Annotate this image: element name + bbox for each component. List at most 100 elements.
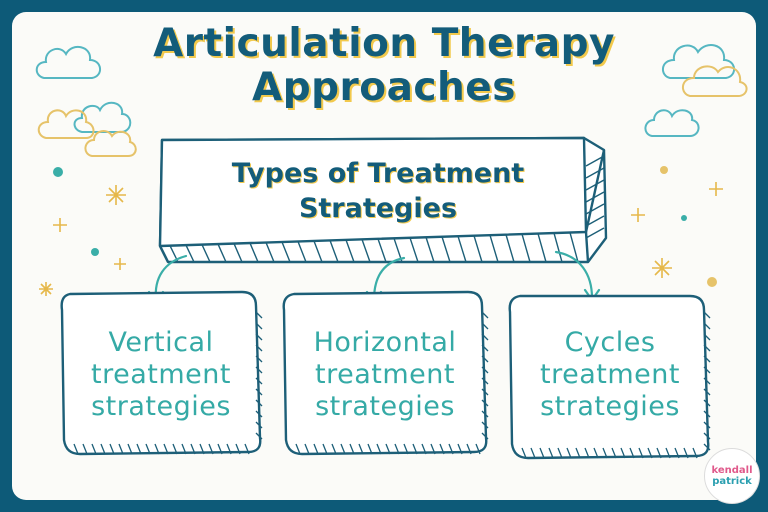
- hatch-stroke: [584, 447, 590, 459]
- strategy-box-hatching: [73, 311, 711, 459]
- hatch-stroke: [638, 447, 644, 459]
- box-label-line: Horizontal: [313, 327, 457, 358]
- hatch-stroke: [489, 234, 499, 263]
- hatch-stroke: [703, 377, 711, 385]
- hatch-stroke: [255, 377, 263, 385]
- hatch-stroke: [136, 443, 142, 455]
- hatch-stroke: [226, 443, 232, 455]
- hatch-stroke: [703, 311, 711, 319]
- hatch-stroke: [145, 443, 151, 455]
- dot-decoration: [91, 248, 99, 256]
- hatch-stroke: [201, 244, 211, 263]
- hatch-stroke: [620, 447, 626, 459]
- hatch-stroke: [585, 167, 605, 179]
- hatch-stroke: [481, 322, 489, 330]
- hatch-stroke: [255, 421, 263, 429]
- hatch-stroke: [703, 410, 711, 418]
- hatch-stroke: [448, 443, 454, 455]
- hatch-stroke: [172, 443, 178, 455]
- cloud-icon: [682, 65, 748, 97]
- hatch-stroke: [521, 233, 531, 263]
- hatch-stroke: [585, 155, 605, 167]
- hatch-stroke: [566, 447, 572, 459]
- sparkle-icon: [106, 185, 126, 205]
- hatch-stroke: [481, 355, 489, 363]
- box-label-line: strategies: [540, 391, 680, 422]
- title-line-2: Approaches: [252, 65, 516, 110]
- hatch-stroke: [208, 443, 214, 455]
- hatch-stroke: [473, 235, 483, 263]
- hatch-stroke: [304, 443, 310, 455]
- hatch-stroke: [409, 237, 419, 263]
- hatch-stroke: [703, 333, 711, 341]
- hatch-stroke: [199, 443, 205, 455]
- box-label-line: strategies: [91, 391, 231, 422]
- hatch-stroke: [457, 235, 467, 263]
- hatch-stroke: [255, 399, 263, 407]
- hatch-stroke: [217, 443, 223, 455]
- hatch-stroke: [358, 443, 364, 455]
- cycles-strategy-box: Cycles treatment strategies: [515, 300, 705, 450]
- hatch-stroke: [703, 366, 711, 374]
- hatch-stroke: [255, 432, 263, 440]
- hatch-stroke: [163, 443, 169, 455]
- page-title: Articulation Therapy Approaches: [0, 22, 768, 110]
- hatch-stroke: [481, 399, 489, 407]
- hatch-stroke: [475, 443, 481, 455]
- hatch-stroke: [692, 447, 698, 459]
- hatch-stroke: [703, 344, 711, 352]
- hatch-stroke: [185, 244, 195, 263]
- topic-box: Types of Treatment Strategies: [168, 148, 588, 234]
- hatch-stroke: [377, 238, 387, 263]
- hatch-stroke: [181, 443, 187, 455]
- topic-line-2: Strategies: [298, 193, 458, 224]
- hatch-stroke: [244, 443, 250, 455]
- hatch-stroke: [539, 447, 545, 459]
- box-label-line: Cycles: [564, 327, 656, 358]
- hatch-stroke: [683, 447, 689, 459]
- hatch-stroke: [255, 344, 263, 352]
- hatch-stroke: [703, 322, 711, 330]
- hatch-stroke: [481, 432, 489, 440]
- hatch-stroke: [557, 447, 563, 459]
- sparkle-icon: [631, 208, 645, 222]
- hatch-stroke: [703, 432, 711, 440]
- horizontal-box-shape: [282, 290, 488, 456]
- logo-line-1: kendall: [711, 465, 753, 476]
- hatch-stroke: [537, 233, 547, 263]
- hatch-stroke: [553, 232, 563, 263]
- hatch-stroke: [255, 366, 263, 374]
- hatch-stroke: [313, 443, 319, 455]
- hatch-stroke: [281, 241, 291, 263]
- hatch-stroke: [91, 443, 97, 455]
- hatch-stroke: [466, 443, 472, 455]
- hatch-stroke: [569, 232, 579, 263]
- hatch-stroke: [331, 443, 337, 455]
- hatch-stroke: [109, 443, 115, 455]
- hatch-stroke: [394, 443, 400, 455]
- hatch-stroke: [674, 447, 680, 459]
- hatch-stroke: [295, 443, 301, 455]
- hatch-stroke: [345, 239, 355, 263]
- hatch-stroke: [481, 410, 489, 418]
- hatch-stroke: [481, 377, 489, 385]
- hatch-stroke: [73, 443, 79, 455]
- hatch-stroke: [255, 388, 263, 396]
- hatch-stroke: [329, 240, 339, 263]
- hatch-stroke: [457, 443, 463, 455]
- cloud-icon: [37, 109, 137, 157]
- hatch-stroke: [548, 447, 554, 459]
- cloud-icon: [73, 101, 132, 133]
- hatch-stroke: [412, 443, 418, 455]
- hatch-stroke: [322, 443, 328, 455]
- hatch-stroke: [481, 366, 489, 374]
- logo-line-2: patrick: [712, 476, 752, 487]
- dot-decoration: [707, 277, 717, 287]
- hatch-stroke: [349, 443, 355, 455]
- box-label-line: treatment: [91, 359, 231, 390]
- hatch-stroke: [703, 421, 711, 429]
- cloud-icon: [644, 44, 735, 137]
- hatch-stroke: [235, 443, 241, 455]
- hatch-stroke: [297, 241, 307, 263]
- hatch-stroke: [430, 443, 436, 455]
